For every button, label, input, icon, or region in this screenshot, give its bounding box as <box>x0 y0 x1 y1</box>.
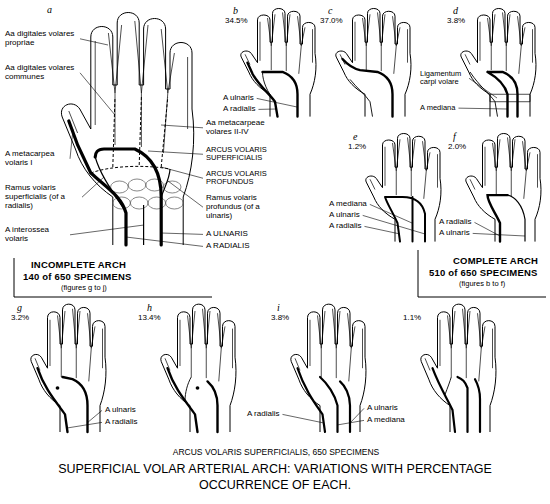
leader-line <box>161 167 203 178</box>
part-label: A interossea volaris <box>4 226 68 244</box>
part-label: 510 of 650 SPECIMENS <box>428 268 539 278</box>
part-label: A RADIALIS <box>205 242 251 251</box>
part-label: ARCUS VOLARIS PROFUNDUS <box>205 170 287 187</box>
part-label: A metacarpea volaris I <box>4 150 68 168</box>
part-label: (figures g to j) <box>60 284 108 292</box>
leader-line <box>364 226 400 234</box>
leader-line <box>370 204 412 223</box>
part-label: A ulnaris <box>222 94 255 103</box>
leader-line <box>473 233 525 236</box>
leader-line <box>80 39 108 45</box>
part-label: 37.0% <box>319 17 344 26</box>
panel-letter: i <box>276 302 281 313</box>
panel-letter: f <box>452 131 457 142</box>
part-label: 3.2% <box>10 314 30 323</box>
part-label: A radialis <box>328 222 362 231</box>
panel-letter: a <box>46 4 53 15</box>
part-label: 140 of 650 SPECIMENS <box>22 272 133 282</box>
figure-title: ARCUS VOLARIS SUPERFICIALIS, 650 SPECIME… <box>0 448 550 457</box>
part-label: A radialis <box>246 410 280 419</box>
leader-line <box>337 420 364 425</box>
panel-letter: g <box>16 302 23 313</box>
leader-line <box>161 233 203 234</box>
part-label: 2.0% <box>447 143 467 152</box>
part-label: A mediana <box>328 200 368 209</box>
leader-line <box>469 78 497 98</box>
leader-line <box>161 125 203 128</box>
part-label: (figures b to f) <box>458 280 506 288</box>
leader-line <box>168 181 203 207</box>
part-label: 3.8% <box>270 314 290 323</box>
leader-line <box>126 237 203 246</box>
leader-line <box>87 410 102 423</box>
part-label: 34.5% <box>224 17 249 26</box>
part-label: Aa digitales volares communes <box>4 64 78 82</box>
leader-line <box>70 129 73 159</box>
leader-line <box>282 414 324 423</box>
leader-line <box>80 73 115 115</box>
part-label: A ulnaris <box>328 211 361 220</box>
panel-letter: e <box>352 131 358 142</box>
part-label: A mediana <box>366 416 406 425</box>
part-label: ARCUS VOLARIS SUPERFICIALIS <box>205 146 287 163</box>
part-label: Ramus volaris profundus (of a ulnaris) <box>205 194 287 220</box>
part-label: 1.2% <box>347 143 367 152</box>
part-label: INCOMPLETE ARCH <box>30 260 127 270</box>
panel-letter: c <box>327 5 333 16</box>
part-label: Aa metacarpeae volares II-IV <box>205 119 287 137</box>
part-label: A ulnaris <box>366 404 399 413</box>
part-label: 13.4% <box>137 314 162 323</box>
leader-line <box>257 98 297 107</box>
part-label: A ulnaris <box>438 229 471 238</box>
caption: SUPERFICIAL VOLAR ARTERIAL ARCH: VARIATI… <box>20 462 530 493</box>
leader-line <box>82 177 104 197</box>
panel-letter: h <box>146 302 153 313</box>
panel-letter: b <box>232 5 239 16</box>
part-label: Ramus volaris superficialis (of a radial… <box>4 184 80 210</box>
part-label: Aa digitales volares propriae <box>4 30 78 48</box>
leader-line <box>148 151 203 154</box>
part-label: A radialis <box>438 218 472 227</box>
part-label: A radialis <box>222 105 256 114</box>
part-label: A mediana <box>419 104 456 112</box>
part-label: Ligamentum carpi volare <box>419 70 467 87</box>
leader-line <box>67 422 102 428</box>
leader-line <box>363 215 425 234</box>
leader-line <box>258 109 276 110</box>
part-label: A ULNARIS <box>205 230 249 239</box>
part-label: A ulnaris <box>104 406 137 415</box>
part-label: 3.8% <box>446 17 466 26</box>
panel-letter: d <box>452 5 459 16</box>
leader-line <box>458 108 507 110</box>
part-label: 1.1% <box>402 314 422 323</box>
part-label: A radialis <box>104 418 138 427</box>
leader-line <box>70 225 144 235</box>
part-label: COMPLETE ARCH <box>452 256 539 266</box>
